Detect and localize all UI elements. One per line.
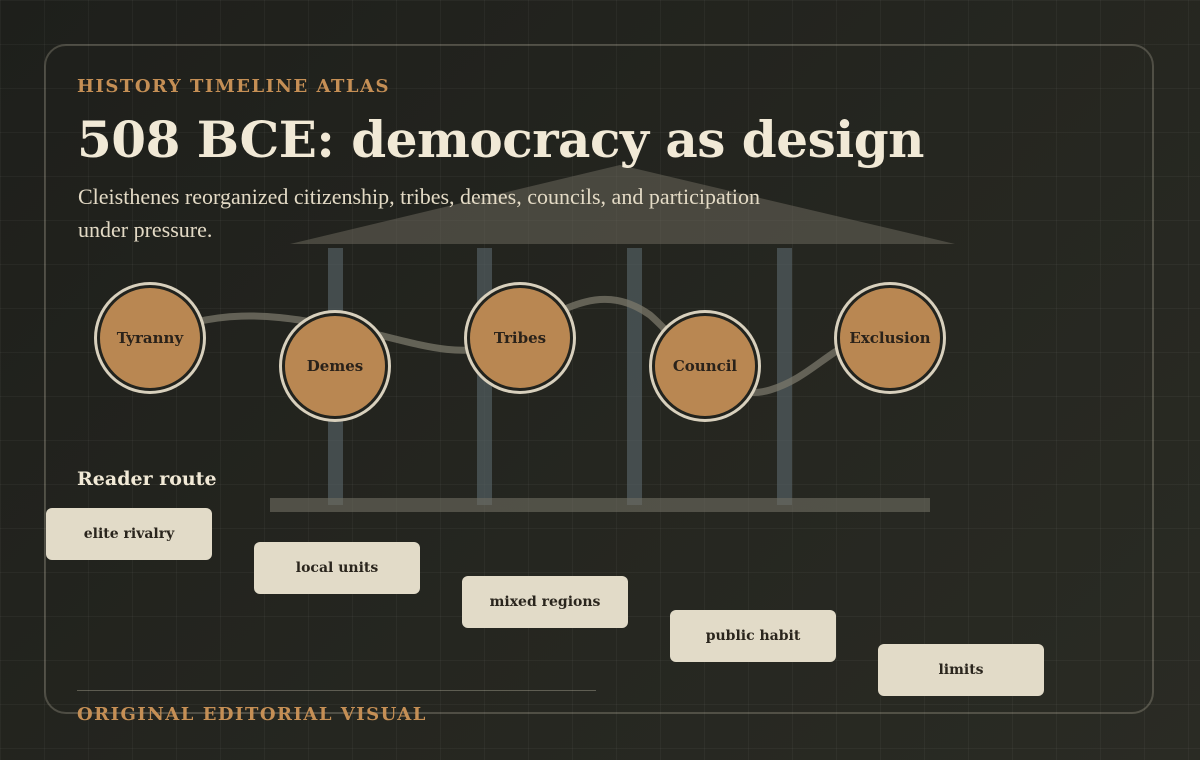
- temple-column: [777, 248, 792, 505]
- route-step-label: limits: [938, 662, 984, 678]
- timeline-node-tribes: Tribes: [467, 285, 573, 391]
- node-label: Demes: [306, 357, 364, 375]
- temple-base: [270, 498, 930, 512]
- footer-divider: [77, 690, 596, 691]
- timeline-node-demes: Demes: [282, 313, 388, 419]
- footer-label: ORIGINAL EDITORIAL VISUAL: [77, 704, 427, 725]
- route-step-label: public habit: [705, 628, 801, 644]
- route-step-card: mixed regions: [462, 576, 628, 628]
- route-step-card: public habit: [670, 610, 836, 662]
- page-title: 508 BCE: democracy as design: [77, 110, 925, 169]
- node-label: Tribes: [493, 329, 547, 347]
- route-step-label: elite rivalry: [83, 526, 175, 542]
- atlas-panel: [44, 44, 1154, 714]
- temple-column: [627, 248, 642, 505]
- node-label: Tyranny: [116, 329, 184, 347]
- temple-pediment: [290, 165, 955, 244]
- timeline-node-council: Council: [652, 313, 758, 419]
- kicker-label: HISTORY TIMELINE ATLAS: [77, 76, 390, 97]
- timeline-node-tyranny: Tyranny: [97, 285, 203, 391]
- page-subtitle: Cleisthenes reorganized citizenship, tri…: [78, 184, 760, 242]
- route-step-label: mixed regions: [489, 594, 601, 610]
- timeline-node-exclusion: Exclusion: [837, 285, 943, 391]
- node-label: Exclusion: [849, 329, 931, 347]
- route-step-card: local units: [254, 542, 420, 594]
- route-step-card: limits: [878, 644, 1044, 696]
- route-step-card: elite rivalry: [46, 508, 212, 560]
- reader-route-heading: Reader route: [77, 468, 217, 490]
- route-step-label: local units: [295, 560, 379, 576]
- node-label: Council: [672, 357, 738, 375]
